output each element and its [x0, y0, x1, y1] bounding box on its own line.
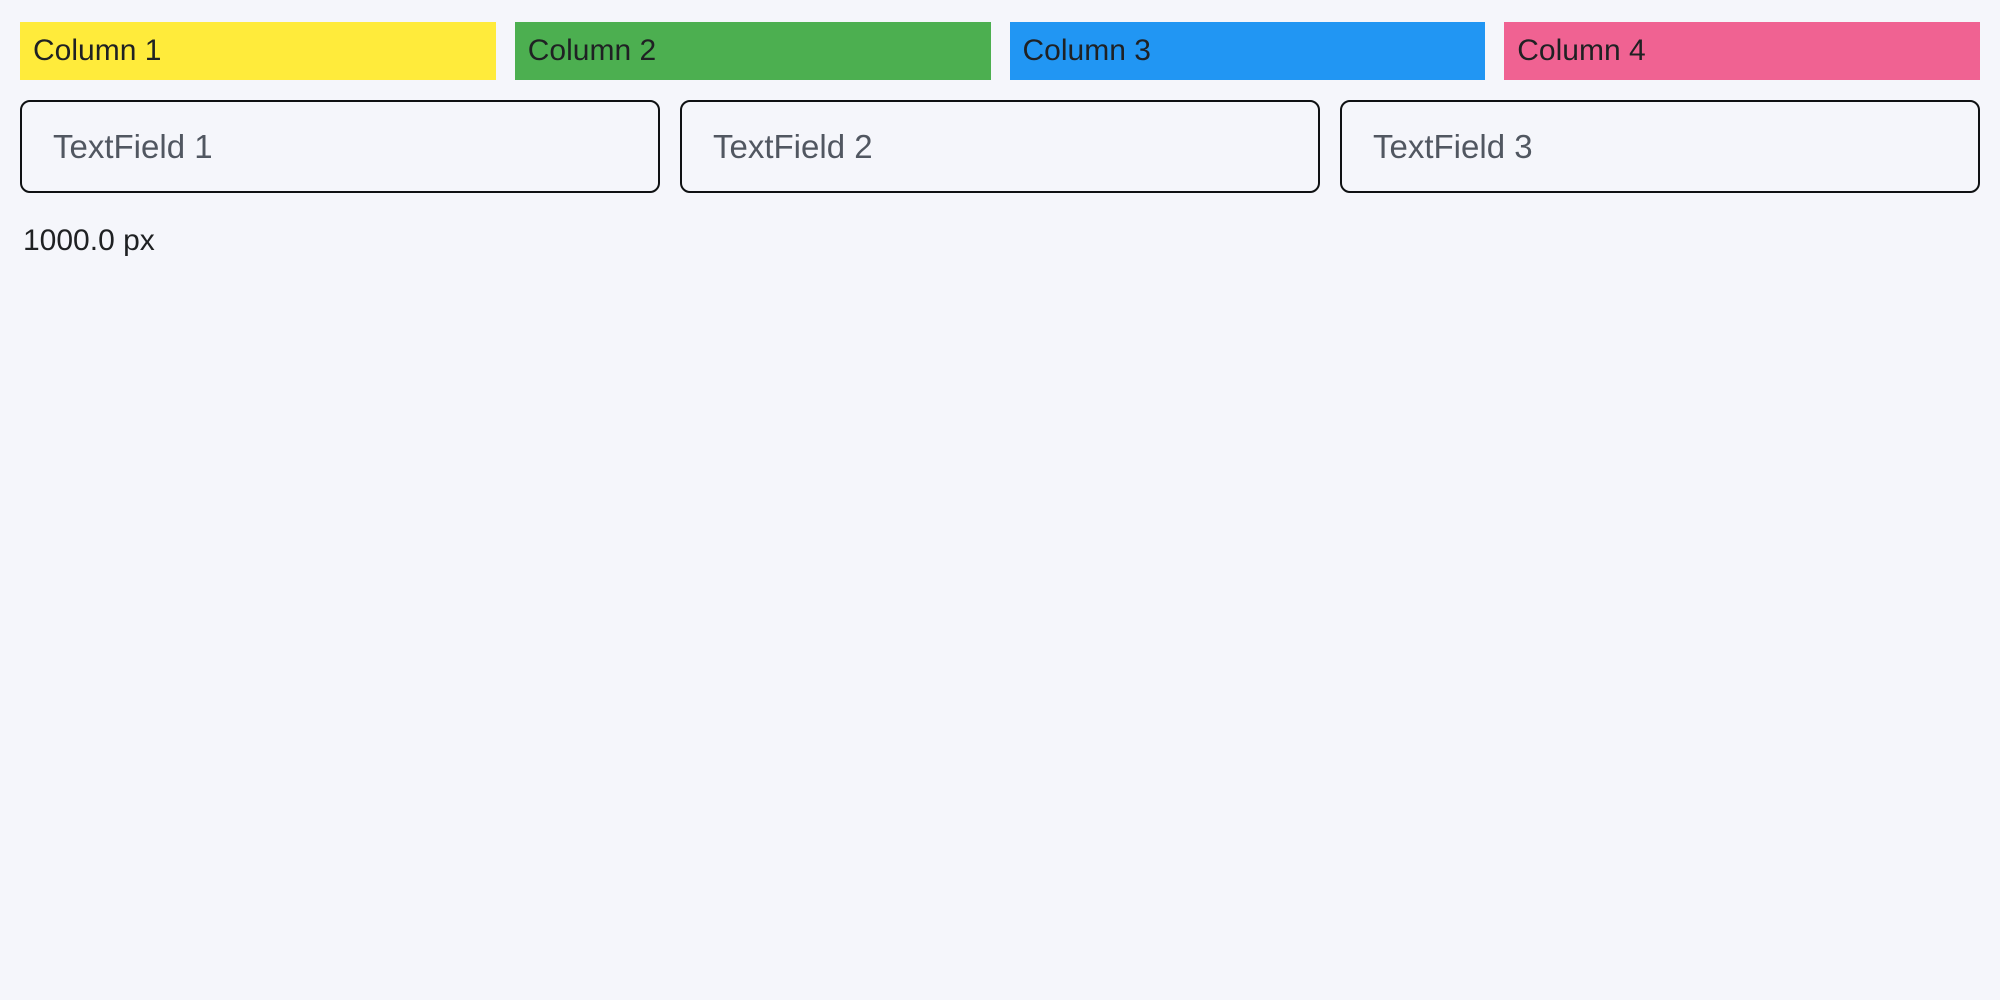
columns-row: Column 1 Column 2 Column 3 Column 4 [20, 22, 1980, 80]
textfields-row [20, 100, 1980, 193]
column-header-4: Column 4 [1504, 22, 1980, 80]
textfield-2[interactable] [680, 100, 1320, 193]
column-header-2: Column 2 [514, 22, 991, 80]
width-readout: 1000.0 px [23, 224, 155, 257]
column-header-3: Column 3 [1009, 22, 1486, 80]
column-header-1: Column 1 [20, 22, 496, 80]
textfield-1[interactable] [20, 100, 660, 193]
textfield-3[interactable] [1340, 100, 1980, 193]
page: Column 1 Column 2 Column 3 Column 4 1000… [0, 0, 2000, 258]
